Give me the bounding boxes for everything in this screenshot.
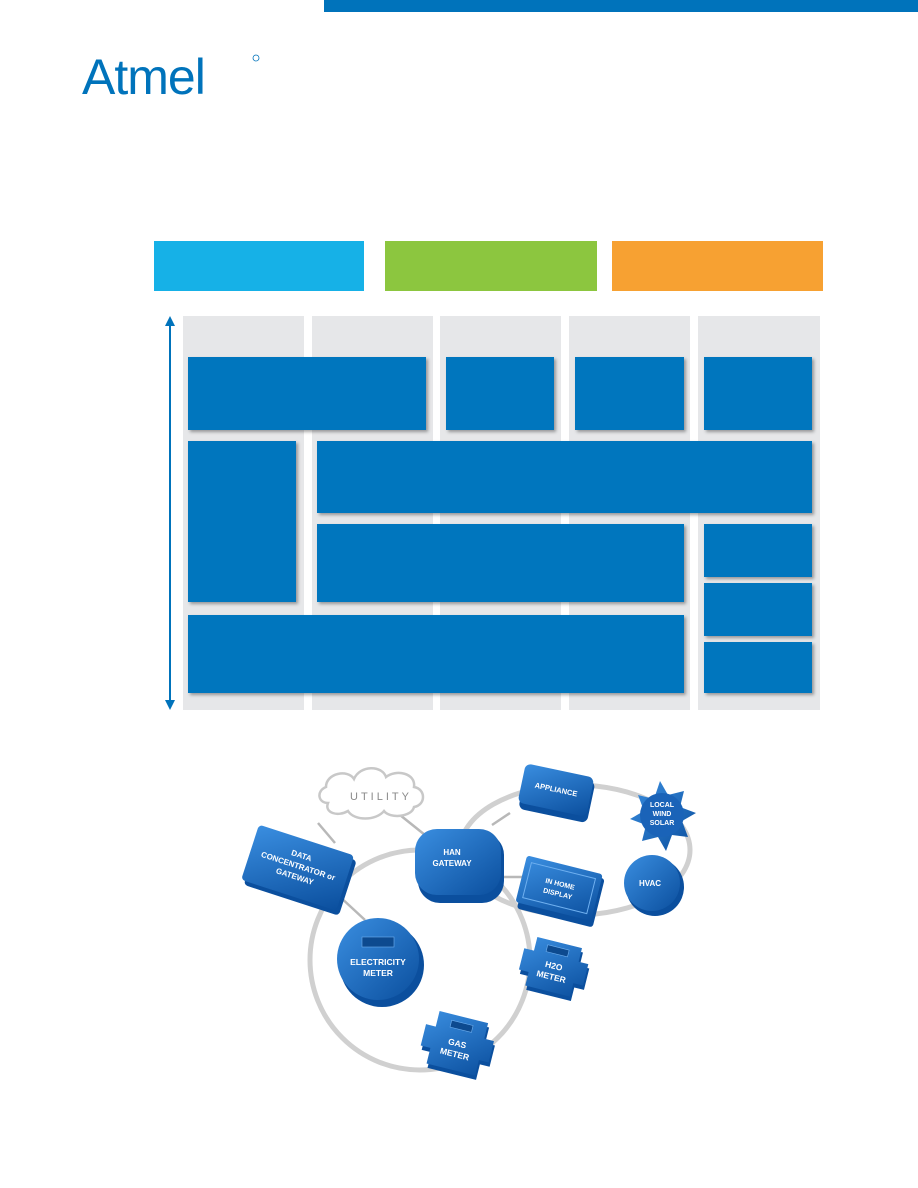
stack-block-top-3 (446, 357, 554, 430)
utility-cloud: UTILITY (318, 767, 425, 820)
stack-block-top-4 (575, 357, 684, 430)
svg-text:ELECTRICITY: ELECTRICITY (350, 957, 406, 967)
gas-meter-node: GAS METER (420, 1011, 495, 1080)
stack-block-left-tall (188, 441, 296, 602)
utility-label: UTILITY (350, 791, 412, 803)
header-bar (324, 0, 918, 12)
category-header-blue (154, 241, 364, 291)
appliance-node: APPLIANCE (518, 764, 595, 823)
svg-text:SOLAR: SOLAR (650, 820, 675, 827)
hvac-node: HVAC (624, 855, 684, 916)
atmel-logo: Atmel (80, 48, 260, 102)
local-wind-solar-node: LOCAL WIND SOLAR (630, 781, 696, 851)
stack-block-middle-wide (317, 441, 812, 513)
svg-text:GAS: GAS (447, 1036, 468, 1050)
stack-block-top-5 (704, 357, 812, 430)
category-header-orange (612, 241, 823, 291)
stack-block-right-2 (704, 583, 812, 636)
svg-text:WIND: WIND (653, 811, 672, 818)
han-gateway-node: HAN GATEWAY (415, 829, 504, 903)
stack-block-right-3 (704, 642, 812, 693)
svg-text:GATEWAY: GATEWAY (432, 859, 472, 868)
svg-text:LOCAL: LOCAL (650, 802, 675, 809)
electricity-meter-node: ELECTRICITY METER (337, 918, 424, 1007)
stack-block-middle (317, 524, 684, 602)
in-home-display-node: IN HOME DISPLAY (516, 856, 605, 927)
category-header-green (385, 241, 597, 291)
stack-block-bottom-wide (188, 615, 684, 693)
svg-text:HVAC: HVAC (639, 879, 661, 888)
vertical-axis-arrow (150, 316, 190, 710)
data-concentrator-node: DATA CONCENTRATOR or GATEWAY (242, 825, 356, 915)
stack-block-top-wide (188, 357, 426, 430)
svg-text:HAN: HAN (443, 848, 461, 857)
stack-block-right-1 (704, 524, 812, 577)
svg-text:Atmel: Atmel (82, 49, 205, 102)
han-network-diagram: UTILITY DATA CONCENTRATOR or GATEWAY HAN… (230, 755, 710, 1085)
svg-text:METER: METER (363, 968, 393, 978)
svg-text:H2O: H2O (544, 959, 564, 973)
h2o-meter-node: H2O METER (518, 937, 590, 1002)
